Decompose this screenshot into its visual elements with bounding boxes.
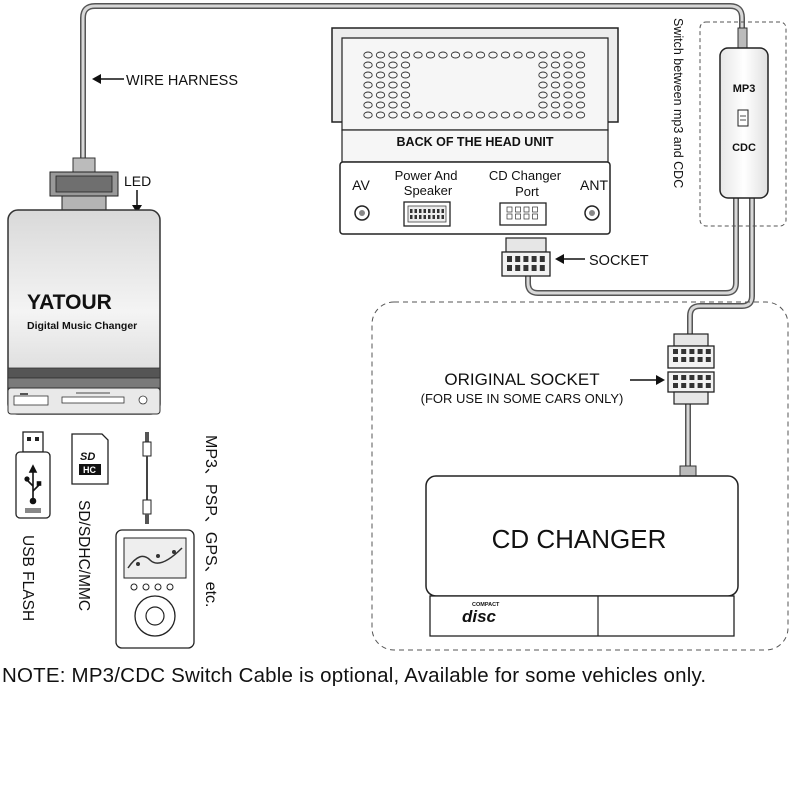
head-unit <box>331 27 619 235</box>
mp3-player <box>115 529 195 649</box>
svg-text:COMPACT: COMPACT <box>472 602 500 608</box>
wire-harness-arrow <box>92 74 124 84</box>
mp3-cdc-switch <box>719 47 769 199</box>
original-socket-arrow <box>630 375 665 385</box>
brand-subtitle: Digital Music Changer <box>27 320 137 332</box>
head-unit-title: BACK OF THE HEAD UNIT <box>397 135 554 149</box>
hc-logo-background <box>79 464 101 475</box>
switch-to-socket-cable <box>525 196 739 296</box>
switch-dashed-frame <box>699 21 787 227</box>
cdc-switch-label: CDC <box>732 142 756 154</box>
sd-sdhc-mmc-label: SD/SDHC/MMC <box>75 500 92 611</box>
head-unit-vents <box>363 51 586 119</box>
original-socket-label: ORIGINAL SOCKET <box>444 370 599 389</box>
wire-harness-label: WIRE HARNESS <box>126 73 238 89</box>
power-speaker-label-1: Power And <box>395 168 458 183</box>
usb-icon <box>24 464 42 505</box>
footer-note: NOTE: MP3/CDC Switch Cable is optional, … <box>2 664 707 687</box>
mp3-switch-label: MP3 <box>733 83 756 95</box>
compact-disc-logo: COMPACT disc <box>462 602 500 626</box>
socket-arrow <box>555 254 585 264</box>
sd-logo: SD <box>80 451 95 463</box>
wire-harness-cable <box>80 3 745 163</box>
usb-port <box>13 395 49 406</box>
switch-to-changer-cable <box>687 196 755 334</box>
yatour-device <box>7 209 161 415</box>
original-socket-connector <box>667 371 715 405</box>
power-speaker-port <box>403 201 451 227</box>
original-socket-sublabel: (FOR USE IN SOME CARS ONLY) <box>421 391 624 406</box>
usb-flash-label: USB FLASH <box>19 535 36 621</box>
harness-connector <box>49 157 119 211</box>
changer-dashed-frame <box>371 301 789 651</box>
led-arrow <box>132 190 142 213</box>
hc-logo: HC <box>83 465 96 475</box>
cd-changer-unit <box>425 465 739 637</box>
media-players-label: MP3、PSP、GPS、etc. <box>202 435 219 608</box>
av-label: AV <box>352 177 370 193</box>
socket-label: SOCKET <box>589 253 649 269</box>
aux-jack <box>138 395 148 405</box>
cd-changer-port-label-2: Port <box>515 184 539 199</box>
power-speaker-label-2: Speaker <box>404 183 453 198</box>
brand-logo: YATOUR <box>27 291 112 314</box>
socket-connector <box>501 237 551 277</box>
ant-label: ANT <box>580 177 608 193</box>
switch-top-connector <box>737 27 748 51</box>
sd-slot <box>61 396 125 404</box>
cd-changer-port-label-1: CD Changer <box>489 168 562 183</box>
aux-cable <box>142 432 152 524</box>
switch-note: Switch between mp3 and CDC <box>671 18 685 188</box>
led-label: LED <box>124 173 151 189</box>
svg-text:disc: disc <box>462 607 497 626</box>
cd-changer-port <box>499 202 547 226</box>
cd-changer-label: CD CHANGER <box>492 524 667 554</box>
upper-changer-connector <box>667 333 715 369</box>
